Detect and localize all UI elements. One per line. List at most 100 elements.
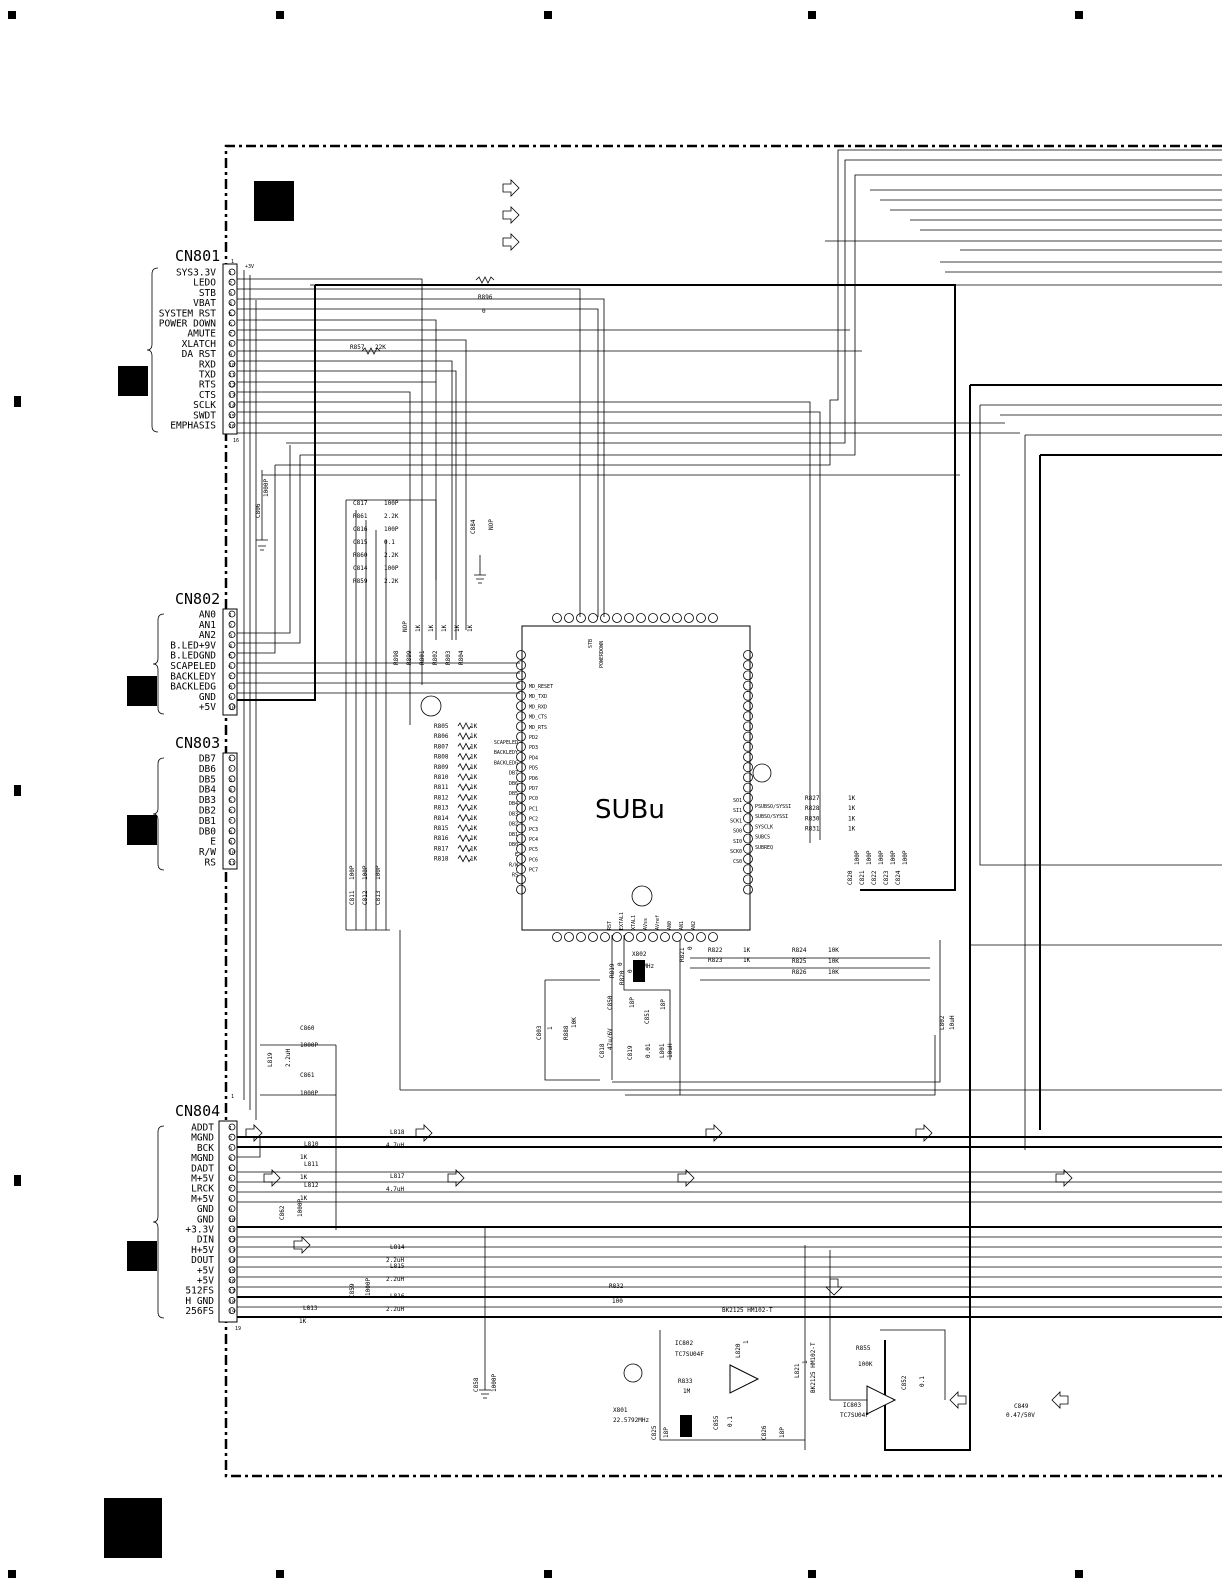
series-resistor-ref: R807	[434, 743, 449, 750]
ic-right-net-label: SUBSO/SYSSI	[755, 814, 788, 820]
right-cap-ref: C823	[883, 870, 890, 885]
ic-left-signal: MD_CTS	[529, 715, 547, 721]
ic-right-pin	[743, 823, 753, 834]
cn802-pin-number: 10	[229, 706, 235, 712]
ic-bottom-pin	[672, 932, 682, 942]
cn803-pin-label: DB6	[199, 764, 216, 775]
ic-bottom-pin	[708, 932, 718, 942]
cn803-pin-contact	[228, 827, 236, 835]
osc-resistor-value: 10K	[571, 1017, 578, 1028]
cn802-pin-label: BACKLEDY	[170, 671, 216, 682]
l802-ref: L802	[939, 1015, 946, 1030]
cn801-pin-label: RTS	[199, 380, 216, 391]
ic-right-signal: SI1	[733, 808, 742, 814]
cn804-pin-label: 256FS	[185, 1306, 214, 1317]
ic-left-pin	[516, 874, 526, 885]
ic-right-pin	[743, 843, 753, 854]
ic-left-pin	[516, 680, 526, 691]
ic-top-pin	[696, 613, 706, 623]
cn801-pin-contact	[228, 309, 236, 317]
ic-bottom-pin	[660, 932, 670, 942]
l801-value: 10uH	[667, 1043, 674, 1058]
cn804-pin-number: 5	[229, 1167, 232, 1173]
ic-left-net-label: RS	[512, 873, 518, 879]
cn801-pin-number: 12	[229, 383, 235, 389]
bus-cap-ref: C811	[349, 890, 356, 905]
inductor-ref: L810	[304, 1141, 319, 1148]
right-cap-value: 100P	[890, 850, 897, 865]
cn804-pin-number: 14	[229, 1259, 235, 1265]
ic-left-pin	[516, 843, 526, 854]
c803-ref: C803	[536, 1025, 543, 1040]
ic-bottom-signal: XTAL1	[631, 915, 637, 930]
cn804-pin-number: 12	[229, 1238, 235, 1244]
right-resistor-ref: R830	[805, 815, 820, 822]
series-resistor-ref: R813	[434, 805, 449, 812]
cn801-pin-label: VBAT	[193, 298, 216, 309]
series-resistor-value: 1K	[470, 856, 478, 863]
cn804-last-pin: 19	[235, 1326, 241, 1332]
cn801-pin-label: STB	[199, 288, 216, 299]
series-resistor-ref: R810	[434, 774, 449, 781]
ic-left-signal: MD_TXD	[529, 694, 547, 700]
cn801-pin-number: 15	[229, 414, 235, 420]
ic-right-pin	[743, 660, 753, 671]
ic-left-net-label: DB2	[509, 822, 518, 828]
ic-left-pin	[516, 854, 526, 864]
ic-left-pin	[516, 711, 526, 722]
cn801-pin-number: 16	[229, 424, 235, 430]
ic-left-signal: PC4	[529, 837, 538, 843]
registration-marks	[8, 11, 1083, 1578]
cn804-pin-label: BCK	[197, 1143, 214, 1154]
ic-top-pin	[660, 613, 670, 623]
c849-value: 0.47/50V	[1006, 1412, 1035, 1419]
rc-value: 2.2K	[384, 578, 399, 585]
ic-top-pin	[672, 613, 682, 623]
resistor-symbol	[457, 783, 472, 792]
ic-right-pin	[743, 701, 753, 711]
cn804-ref: CN804	[175, 1102, 220, 1120]
c860-value: 1000P	[300, 1042, 318, 1049]
c819-value: 0.01	[645, 1043, 652, 1058]
cn802-pin-label: SCAPELED	[170, 661, 216, 672]
ic802-part: TC7SU04F	[675, 1351, 704, 1358]
cn804-pin-number: 9	[229, 1208, 232, 1214]
ic-left-signal: PD2	[529, 735, 538, 741]
c862-ref: C862	[279, 1205, 286, 1220]
cn804-pin-number: 16	[229, 1279, 235, 1285]
cn803-pin-label: DB1	[199, 816, 216, 827]
inductor-value: 1K	[300, 1174, 308, 1181]
ic-bottom-pin	[588, 932, 598, 942]
cn802-pin-contact	[228, 631, 236, 638]
resistor-symbol	[457, 793, 472, 802]
ic802-ref: IC802	[675, 1340, 693, 1347]
osc-resistor-ref: R888	[563, 1025, 570, 1040]
l819-ref: L819	[267, 1052, 274, 1067]
cn803-pin-contact	[228, 848, 236, 855]
series-resistor-value: 1K	[470, 805, 478, 812]
ic-right-pin	[743, 762, 753, 773]
inductor-value: 1K	[299, 1318, 307, 1325]
ic-subu: SUBu STB POWERDOWN MD_RESETMD_TXDMD_RXDM…	[420, 613, 791, 1383]
an-resistor-value: 10K	[828, 958, 839, 965]
cn804-pin-label: M+5V	[191, 1174, 214, 1185]
an-resistor-ref: R823	[708, 957, 723, 964]
cn804-pin-contact	[228, 1235, 236, 1243]
cn803-pin-number: 9	[229, 840, 232, 846]
c861-value: 1000P	[300, 1090, 318, 1097]
inductor-ref: L812	[304, 1182, 319, 1189]
an-resistor-value: 1K	[743, 947, 751, 954]
x801-ref: X801	[613, 1407, 628, 1414]
cn803-pin-label: R/W	[199, 847, 216, 858]
cn803-pin-contact	[228, 796, 236, 803]
cn801-pin-contact	[228, 390, 236, 398]
resistor-symbol	[457, 803, 472, 812]
cn802-pin-label: AN1	[199, 620, 216, 631]
cn804-pin-label: ADDT	[191, 1123, 214, 1134]
cn803-pin-number: 5	[229, 799, 232, 805]
ic-left-signal: PC5	[529, 847, 538, 853]
cn804-pin-contact	[228, 1297, 236, 1304]
cn802-pin-contact	[228, 662, 236, 669]
